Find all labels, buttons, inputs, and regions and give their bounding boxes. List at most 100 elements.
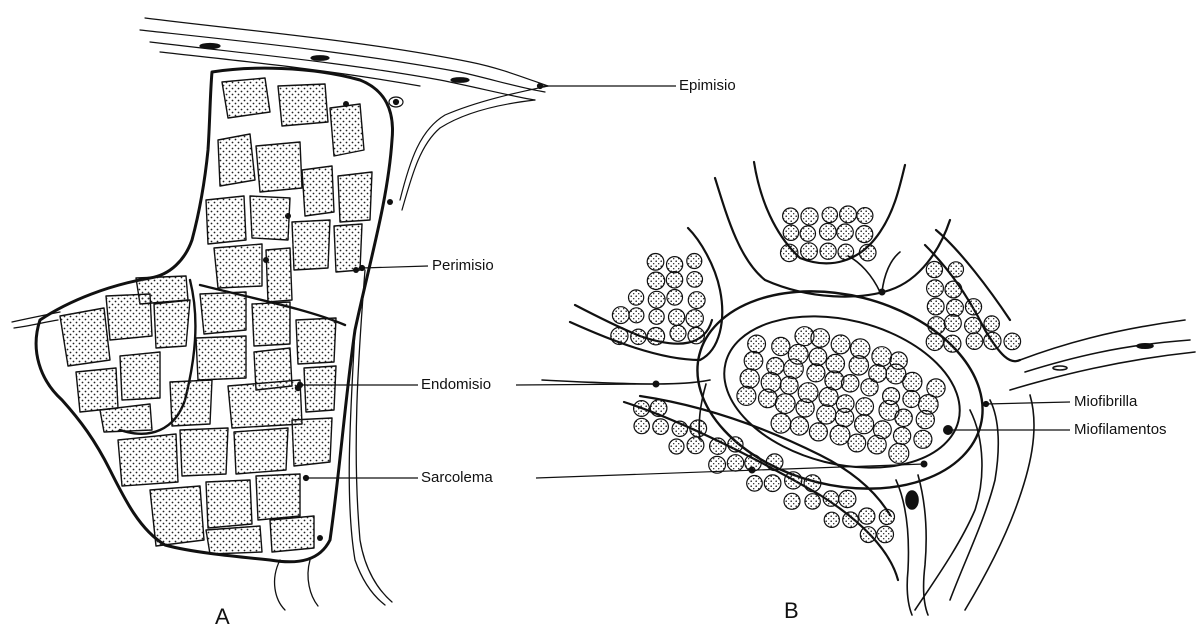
- myofibril: [868, 435, 887, 454]
- myofibril: [744, 352, 763, 371]
- myofibril: [872, 347, 892, 367]
- leader-miofibrilla: [986, 402, 1070, 404]
- myofibril: [631, 329, 646, 344]
- myofibril: [903, 391, 920, 408]
- myofibril: [710, 438, 726, 454]
- label-miofilamentos: Miofilamentos: [1074, 422, 1167, 437]
- myofibril: [948, 262, 963, 277]
- myofibril: [966, 333, 983, 350]
- myofibril: [820, 223, 837, 240]
- myofibril: [740, 369, 759, 388]
- myofibril: [669, 309, 685, 325]
- myofibril: [801, 208, 818, 225]
- myofibril: [965, 317, 981, 333]
- myofibril: [826, 354, 844, 372]
- myofibril: [944, 315, 961, 332]
- myofibril: [823, 491, 838, 506]
- myofibril: [811, 329, 830, 348]
- myofibril: [686, 310, 703, 327]
- myofibril: [831, 335, 850, 354]
- myofibril: [859, 244, 876, 261]
- myofibril: [848, 434, 866, 452]
- myofibril: [945, 281, 962, 298]
- myofibril: [737, 386, 756, 405]
- myofibril: [800, 226, 815, 241]
- myofibril: [647, 253, 664, 270]
- myofibril: [783, 208, 799, 224]
- myofibril: [781, 244, 798, 261]
- myofibril: [927, 280, 944, 297]
- label-epimisio: Epimisio: [679, 78, 736, 93]
- myofibril: [809, 423, 827, 441]
- myofibril: [650, 400, 667, 417]
- myofibril: [807, 364, 825, 382]
- myofibril: [670, 325, 686, 341]
- myofibril: [860, 527, 876, 543]
- myofibril: [796, 399, 814, 417]
- label-sarcolema: Sarcolema: [421, 470, 493, 485]
- myofibril: [666, 272, 682, 288]
- myofibril: [1004, 333, 1021, 350]
- myofibril: [766, 454, 783, 471]
- myofibril: [877, 526, 894, 543]
- myofibril: [916, 411, 934, 429]
- myofibril: [879, 509, 894, 524]
- myofibril: [820, 243, 836, 259]
- myofibril: [690, 420, 707, 437]
- myofibril: [856, 398, 874, 416]
- label-perimisio: Perimisio: [432, 258, 494, 273]
- myofibril: [947, 299, 964, 316]
- myofibril: [728, 437, 743, 452]
- leader-perimisio: [362, 266, 428, 268]
- myofibril: [672, 421, 687, 436]
- myofibril: [611, 327, 628, 344]
- panel-label-b: B: [784, 600, 799, 622]
- myofibril: [612, 307, 629, 324]
- muscle-fibers-a: [60, 78, 372, 554]
- myofibril: [857, 208, 873, 224]
- myofibril: [764, 475, 781, 492]
- myofibril: [647, 328, 664, 345]
- myofibril: [894, 427, 911, 444]
- myofibril: [748, 335, 766, 353]
- myofibril: [809, 348, 827, 366]
- myofibril: [784, 359, 804, 379]
- myofibril: [903, 372, 922, 391]
- myofibril: [805, 494, 820, 509]
- panel-label-a: A: [215, 606, 230, 628]
- myofibril: [687, 272, 703, 288]
- myofibril: [629, 290, 644, 305]
- myofibril: [839, 490, 856, 507]
- myofibril: [926, 333, 943, 350]
- myofibril: [772, 337, 790, 355]
- myofibril: [667, 257, 683, 273]
- myofibril: [727, 455, 743, 471]
- myofibril: [790, 417, 808, 435]
- myofibril: [849, 356, 868, 375]
- myofibril: [747, 476, 763, 492]
- myofibril: [687, 254, 702, 269]
- myofibril: [822, 207, 837, 222]
- label-miofibrilla: Miofibrilla: [1074, 394, 1137, 409]
- myofibril: [817, 405, 836, 424]
- myofibril: [861, 379, 878, 396]
- myofibril: [819, 387, 838, 406]
- myofibril: [840, 206, 857, 223]
- leader-endomisio-right: [516, 384, 656, 385]
- myofibril: [928, 317, 945, 334]
- myofibril: [895, 409, 912, 426]
- myofibril: [649, 309, 664, 324]
- right-connective-band-b: [915, 320, 1195, 610]
- myofibril: [842, 375, 859, 392]
- endomysium-threads-b: [542, 252, 928, 615]
- myofibril: [944, 335, 961, 352]
- myofibril: [843, 512, 859, 528]
- myofibril: [927, 298, 944, 315]
- myofibril: [759, 389, 778, 408]
- myofibril: [984, 316, 999, 331]
- myofibril: [634, 401, 650, 417]
- myofibril: [688, 327, 704, 343]
- myofibril: [837, 224, 853, 240]
- myofibril: [838, 244, 854, 260]
